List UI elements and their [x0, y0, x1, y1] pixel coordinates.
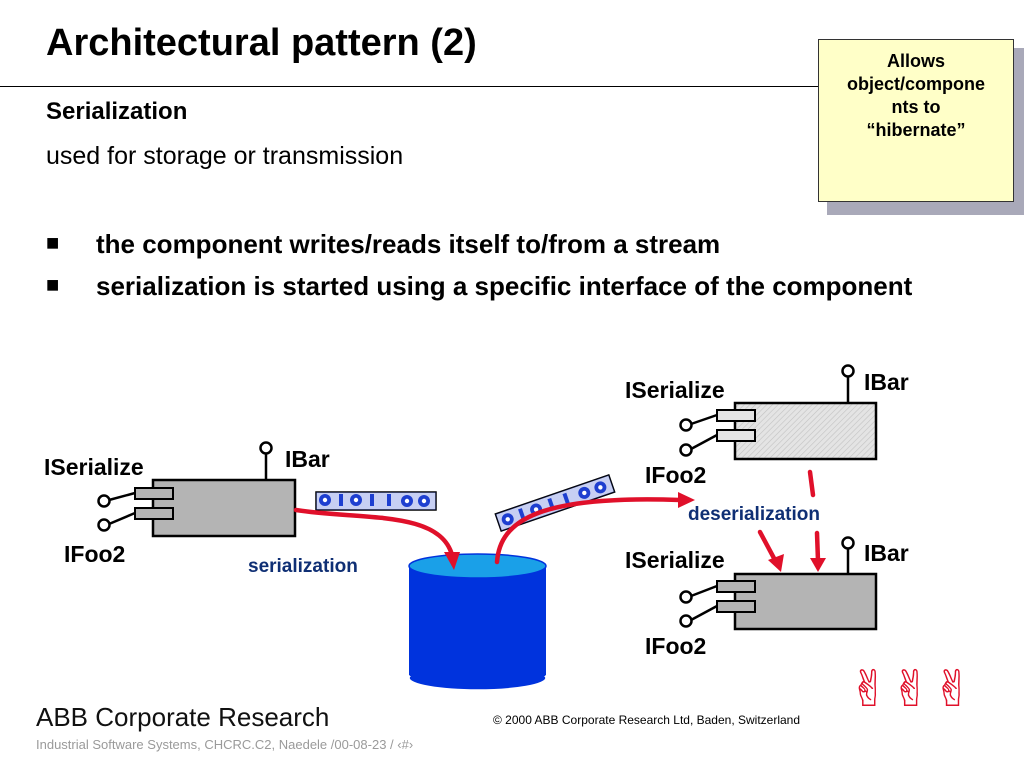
- arrow-to-storage: [293, 507, 455, 558]
- left-component: [97, 441, 297, 538]
- subheading: Serialization: [46, 98, 188, 125]
- bullet-marker: ■: [46, 272, 60, 297]
- bullet-text: the component writes/reads itself to/fro…: [96, 229, 721, 259]
- left-ibar-label: IBar: [285, 446, 330, 472]
- bullet-marker: ■: [46, 230, 60, 255]
- ibar-lollipop-icon: [259, 441, 273, 455]
- ibar-lollipop-icon: [841, 536, 855, 550]
- title-divider: [0, 86, 820, 87]
- component-body: [151, 478, 297, 538]
- arrow-dash-bottom: [814, 530, 821, 564]
- arrow-dash-top: [807, 469, 816, 498]
- subheading-description: used for storage or transmission: [46, 142, 404, 170]
- iserialize-lollipop-icon: [97, 494, 111, 508]
- abb-logo-icon: ✌✌✌: [848, 660, 974, 718]
- footer-subline: Industrial Software Systems, CHCRC.C2, N…: [36, 737, 414, 752]
- callout-line: nts to: [891, 97, 941, 117]
- ifoo2-lollipop-icon: [679, 614, 693, 628]
- ifoo2-lollipop-icon: [679, 443, 693, 457]
- iserialize-lollipop-icon: [679, 590, 693, 604]
- right-bottom-ifoo2-label: IFoo2: [645, 633, 707, 659]
- bullet-item: ■ serialization is started using a speci…: [46, 270, 926, 302]
- bullet-item: ■ the component writes/reads itself to/f…: [46, 228, 926, 260]
- ifoo2-lollipop-icon: [97, 518, 111, 532]
- right-bottom-ibar-label: IBar: [864, 540, 909, 566]
- arrow-from-storage: [494, 497, 683, 565]
- hibernate-callout: Allows object/compone nts to “hibernate”: [818, 39, 1014, 202]
- right-bottom-component: [679, 536, 878, 631]
- callout-line: Allows: [886, 51, 945, 71]
- serialized-stream-icon: [315, 491, 437, 511]
- iserialize-lollipop-icon: [679, 418, 693, 432]
- arrow-dash-left: [757, 529, 778, 563]
- bullet-text: serialization is started using a specifi…: [96, 271, 913, 301]
- ibar-lollipop-icon: [841, 364, 855, 378]
- left-iserialize-label: ISerialize: [44, 454, 144, 480]
- right-top-ibar-label: IBar: [864, 369, 909, 395]
- footer-copyright: © 2000 ABB Corporate Research Ltd, Baden…: [493, 713, 801, 727]
- callout-line: object/compone: [846, 74, 985, 94]
- footer-organization: ABB Corporate Research: [36, 702, 330, 732]
- right-top-ifoo2-label: IFoo2: [645, 462, 707, 488]
- left-ifoo2-label: IFoo2: [64, 541, 126, 567]
- right-bottom-iserialize-label: ISerialize: [625, 547, 725, 573]
- serialization-label: serialization: [248, 556, 358, 577]
- right-top-iserialize-label: ISerialize: [625, 377, 725, 403]
- storage-cylinder-icon: [408, 553, 547, 691]
- slide-title: Architectural pattern (2): [46, 22, 477, 64]
- component-body: [733, 401, 878, 461]
- callout-line: “hibernate”: [866, 120, 966, 140]
- component-body: [733, 572, 878, 631]
- svg-text:✌✌✌: ✌✌✌: [848, 660, 974, 718]
- right-top-component: [679, 364, 878, 461]
- deserialization-label: deserialization: [688, 504, 820, 525]
